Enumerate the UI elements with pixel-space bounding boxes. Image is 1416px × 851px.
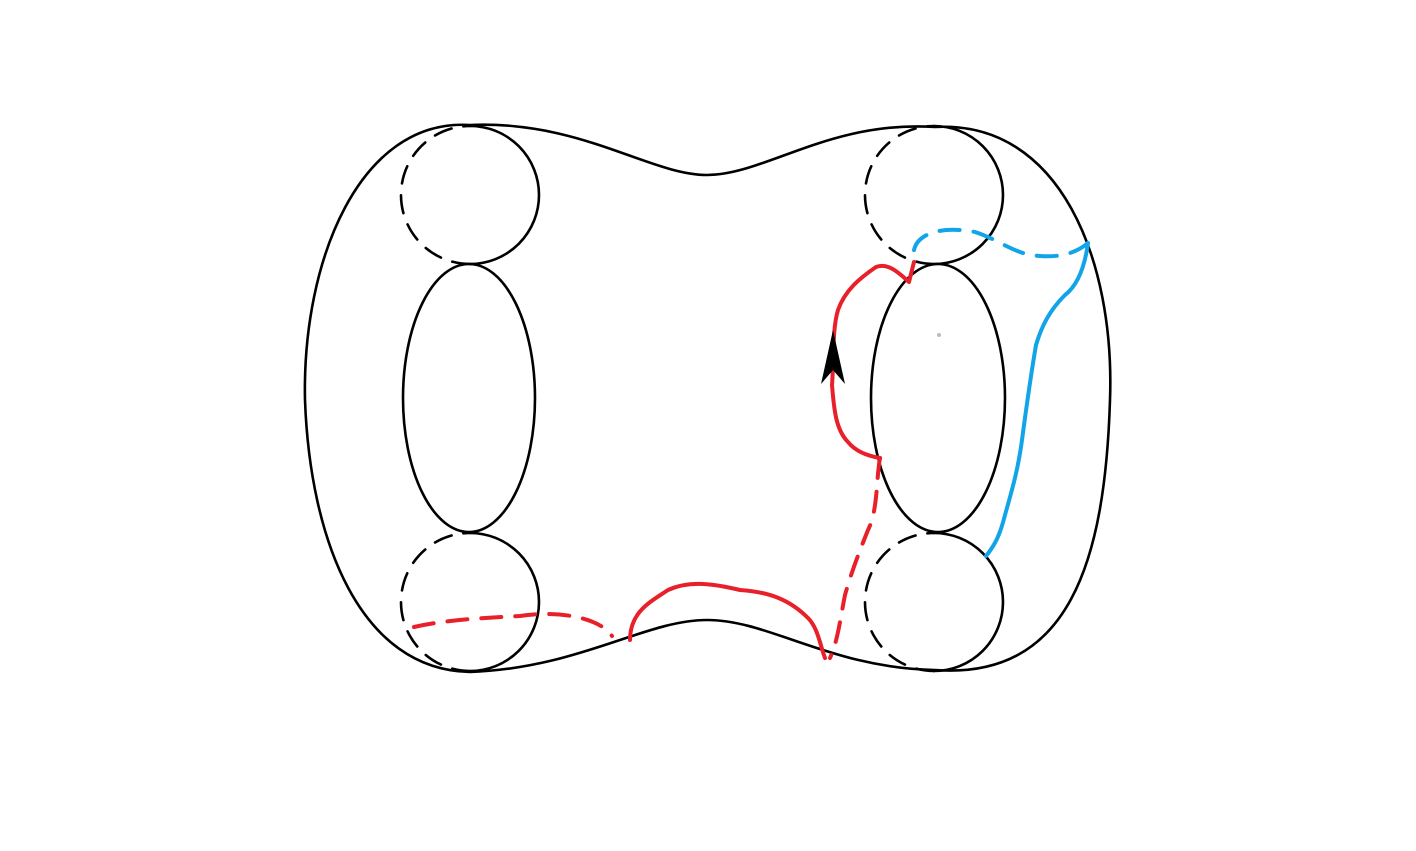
right-bottom-ring-back	[863, 531, 936, 673]
right-handle-hole	[869, 262, 1007, 534]
left-bottom-ring-front	[468, 531, 541, 673]
right-top-ring-back	[863, 124, 936, 266]
left-bottom-ring-back	[399, 531, 472, 673]
red-curve-back-left	[412, 612, 614, 638]
center-dot	[937, 333, 941, 337]
left-handle-hole	[401, 262, 537, 534]
up-arrow-icon	[821, 330, 845, 384]
right-bottom-ring-front	[932, 531, 1005, 673]
red-curve-front-lower	[628, 581, 827, 660]
blue-curve-front	[984, 241, 1090, 558]
red-curve-back-right	[828, 456, 882, 660]
left-top-ring-front	[468, 124, 541, 266]
surface-outline	[303, 123, 1112, 674]
blue-curve-back	[912, 227, 1090, 259]
left-top-ring-back	[399, 124, 472, 266]
right-top-ring-front	[932, 124, 1005, 266]
